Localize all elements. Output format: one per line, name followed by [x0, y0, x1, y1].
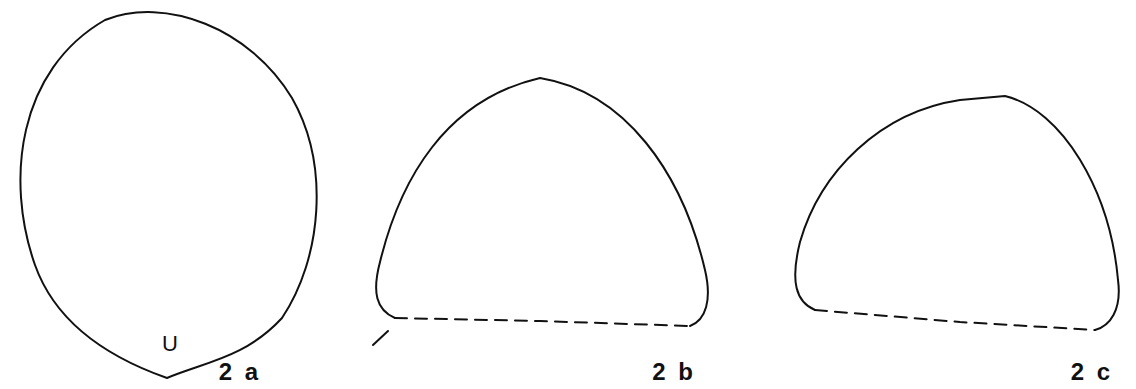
tick-mark [373, 331, 388, 345]
outline-2c-dashed-base [815, 310, 1095, 330]
outline-2b-dashed-base [395, 318, 690, 326]
region-letter: U [162, 333, 178, 355]
figure-number: 2 b [652, 360, 696, 384]
figure-number: 2 a [219, 360, 261, 384]
outline-2b [376, 78, 708, 326]
outline-2c [795, 96, 1119, 330]
outline-2a [20, 12, 316, 378]
figure-number: 2 c [1071, 360, 1113, 384]
